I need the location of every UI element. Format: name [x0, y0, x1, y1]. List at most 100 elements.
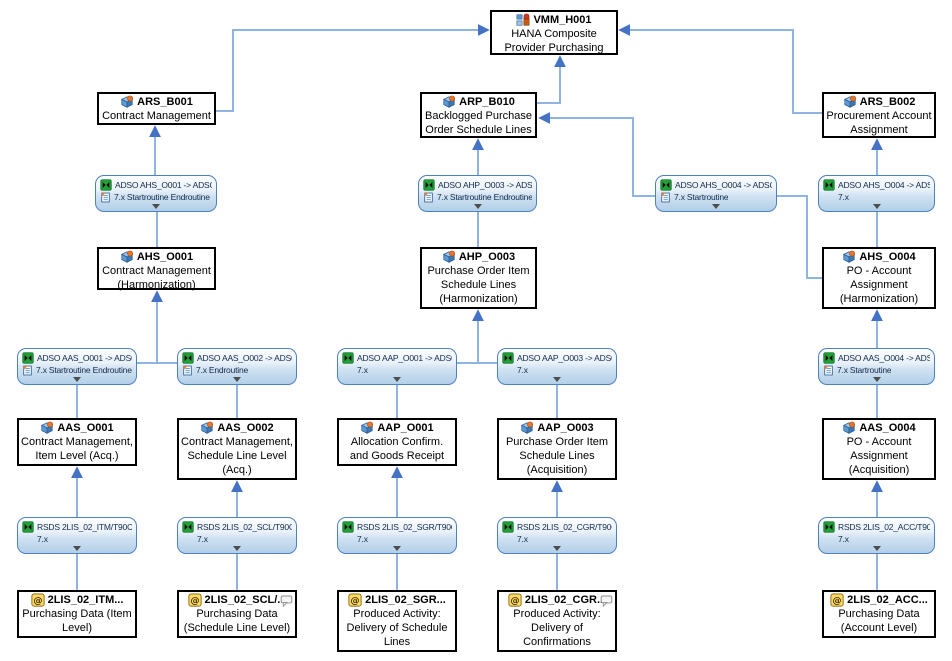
transformation-label: RSDS 2LIS_02_ACC/T90CLNT0...	[838, 522, 930, 532]
transformation-detail: 7.x Startroutine	[674, 192, 729, 202]
transformation-label: RSDS 2LIS_02_ITM/T90CLNT0...	[37, 522, 132, 532]
node-ars-b002[interactable]: ARS_B002 Procurement Account Assignment	[822, 92, 936, 138]
routine-icon	[423, 192, 434, 203]
transformation-label: ADSO AAS_O004 -> ADSO AH...	[838, 353, 930, 363]
transformation-aap-o001-to-ahp-o003[interactable]: ADSO AAP_O001 -> ADSO AH... 7.x	[337, 348, 457, 385]
transformation-aap-o003-to-ahp-o003[interactable]: ADSO AAP_O003 -> ADSO AH... 7.x	[497, 348, 617, 385]
transformation-detail: 7.x	[357, 534, 368, 544]
transformation-icon	[823, 521, 835, 533]
transformation-icon	[823, 352, 835, 364]
node-ars-b001[interactable]: ARS_B001 Contract Management	[97, 92, 216, 125]
transformation-label: RSDS 2LIS_02_CGR/T90CLNT0...	[517, 522, 612, 532]
node-2lis-02-cgr[interactable]: 2LIS_02_CGR... Produced Activity: Delive…	[497, 590, 617, 652]
transformation-detail: 7.x Startroutine Endroutine	[437, 192, 532, 202]
collapse-chevron-icon[interactable]	[393, 377, 401, 382]
collapse-chevron-icon[interactable]	[393, 546, 401, 551]
node-ahs-o001[interactable]: AHS_O001 Contract Management (Harmonizat…	[97, 247, 216, 291]
transformation-detail: 7.x Startroutine	[837, 365, 892, 375]
collapse-chevron-icon[interactable]	[712, 204, 720, 209]
connector-arrow	[618, 24, 822, 114]
comment-icon	[600, 594, 613, 607]
node-id-label: AAS_O002	[217, 422, 274, 434]
collapse-chevron-icon[interactable]	[233, 377, 241, 382]
transformation-label: RSDS 2LIS_02_SGR/T90CLNT0...	[357, 522, 452, 532]
node-arp-b010[interactable]: ARP_B010 Backlogged Purchase Order Sched…	[420, 92, 537, 138]
collapse-chevron-icon[interactable]	[553, 546, 561, 551]
node-description: Produced Activity: Delivery of Schedule …	[346, 608, 448, 648]
transformation-icon	[502, 521, 514, 533]
node-description: Backlogged Purchase Order Schedule Lines	[424, 110, 532, 136]
node-aas-o002[interactable]: AAS_O002 Contract Management, Schedule L…	[177, 418, 297, 480]
transformation-aas-o001-to-ahs-o001[interactable]: ADSO AAS_O001 -> ADSO AH... 7.x Startrou…	[17, 348, 137, 385]
collapse-chevron-icon[interactable]	[73, 546, 81, 551]
transformation-icon	[342, 352, 354, 364]
node-aas-o004[interactable]: AAS_O004 PO - Account Assignment (Acquis…	[822, 418, 936, 480]
transformation-rsds-scl[interactable]: RSDS 2LIS_02_SCL/T90CLNT0... 7.x	[177, 517, 297, 554]
routine-icon	[100, 192, 111, 203]
datasource-icon	[508, 593, 522, 607]
transformation-ahs-o004-to-ars-b002[interactable]: ADSO AHS_O004 -> ADSO AR... 7.x	[818, 175, 935, 212]
transformation-icon	[100, 179, 112, 191]
transformation-icon	[423, 179, 435, 191]
node-id-label: 2LIS_02_SGR...	[365, 594, 446, 606]
transformation-ahp-o003-to-arp-b010[interactable]: ADSO AHP_O003 -> ADSO AR... 7.x Startrou…	[418, 175, 537, 212]
node-vmm-h001[interactable]: VMM_H001 HANA Composite Provider Purchas…	[490, 10, 618, 55]
transformation-label: RSDS 2LIS_02_SCL/T90CLNT0...	[197, 522, 292, 532]
collapse-chevron-icon[interactable]	[872, 377, 881, 382]
adso-icon	[40, 421, 54, 435]
collapse-chevron-icon[interactable]	[152, 204, 160, 209]
node-2lis-02-scl[interactable]: 2LIS_02_SCL/... Purchasing Data (Schedul…	[177, 590, 297, 638]
collapse-chevron-icon[interactable]	[872, 204, 881, 209]
collapse-chevron-icon[interactable]	[553, 377, 561, 382]
routine-icon	[22, 365, 33, 376]
node-id-label: AAP_O003	[537, 422, 594, 434]
transformation-label: ADSO AHS_O001 -> ADSO AR...	[115, 180, 212, 190]
node-2lis-02-itm[interactable]: 2LIS_02_ITM... Purchasing Data (Item Lev…	[17, 590, 137, 638]
adso-icon	[520, 421, 534, 435]
transformation-ahs-o004-to-arp-b010[interactable]: ADSO AHS_O004 -> ADSO AR... 7.x Startrou…	[655, 175, 777, 212]
node-id-label: AAS_O004	[859, 422, 916, 434]
comment-icon	[280, 594, 293, 607]
transformation-rsds-acc[interactable]: RSDS 2LIS_02_ACC/T90CLNT0... 7.x	[818, 517, 935, 554]
node-description: PO - Account Assignment (Harmonization)	[839, 265, 919, 305]
node-2lis-02-sgr[interactable]: 2LIS_02_SGR... Produced Activity: Delive…	[337, 590, 457, 652]
adso-icon	[360, 421, 374, 435]
routine-icon	[660, 192, 671, 203]
node-ahp-o003[interactable]: AHP_O003 Purchase Order Item Schedule Li…	[420, 247, 537, 309]
transformation-rsds-itm[interactable]: RSDS 2LIS_02_ITM/T90CLNT0... 7.x	[17, 517, 137, 554]
node-description: Contract Management, Schedule Line Level…	[181, 436, 293, 476]
transformation-icon	[182, 521, 194, 533]
node-description: Contract Management	[102, 110, 211, 122]
transformation-label: ADSO AAP_O003 -> ADSO AH...	[517, 353, 612, 363]
node-aap-o003[interactable]: AAP_O003 Purchase Order Item Schedule Li…	[497, 418, 617, 480]
transformation-detail: 7.x Startroutine Endroutine	[36, 365, 132, 375]
transformation-detail: 7.x	[357, 365, 368, 375]
transformation-rsds-cgr[interactable]: RSDS 2LIS_02_CGR/T90CLNT0... 7.x	[497, 517, 617, 554]
transformation-aas-o002-to-ahs-o001[interactable]: ADSO AAS_O002 -> ADSO AH... 7.x Endrouti…	[177, 348, 297, 385]
node-description: Purchasing Data (Item Level)	[22, 608, 132, 634]
transformation-rsds-sgr[interactable]: RSDS 2LIS_02_SGR/T90CLNT0... 7.x	[337, 517, 457, 554]
collapse-chevron-icon[interactable]	[872, 546, 881, 551]
node-description: Purchase Order Item Schedule Lines (Harm…	[427, 265, 530, 305]
node-description: Allocation Confirm. and Goods Receipt	[349, 436, 445, 462]
transformation-detail: 7.x Endroutine	[196, 365, 249, 375]
datasource-icon	[348, 593, 362, 607]
node-aap-o001[interactable]: AAP_O001 Allocation Confirm. and Goods R…	[337, 418, 457, 466]
transformation-detail: 7.x	[197, 534, 208, 544]
transformation-ahs-o001-to-ars-b001[interactable]: ADSO AHS_O001 -> ADSO AR... 7.x Startrou…	[95, 175, 217, 212]
transformation-label: ADSO AHP_O003 -> ADSO AR...	[438, 180, 532, 190]
datasource-icon	[830, 593, 844, 607]
node-id-label: AAS_O001	[57, 422, 114, 434]
transformation-aas-o004-to-ahs-o004[interactable]: ADSO AAS_O004 -> ADSO AH... 7.x Startrou…	[818, 348, 935, 385]
collapse-chevron-icon[interactable]	[473, 204, 482, 209]
node-id-label: 2LIS_02_ACC...	[847, 594, 928, 606]
adso-icon	[442, 95, 456, 109]
node-description: HANA Composite Provider Purchasing	[504, 28, 604, 54]
node-ahs-o004[interactable]: AHS_O004 PO - Account Assignment (Harmon…	[822, 247, 936, 309]
collapse-chevron-icon[interactable]	[73, 377, 81, 382]
node-aas-o001[interactable]: AAS_O001 Contract Management, Item Level…	[17, 418, 137, 466]
node-description: Purchasing Data (Account Level)	[838, 608, 920, 634]
node-2lis-02-acc[interactable]: 2LIS_02_ACC... Purchasing Data (Account …	[822, 590, 936, 638]
collapse-chevron-icon[interactable]	[233, 546, 241, 551]
